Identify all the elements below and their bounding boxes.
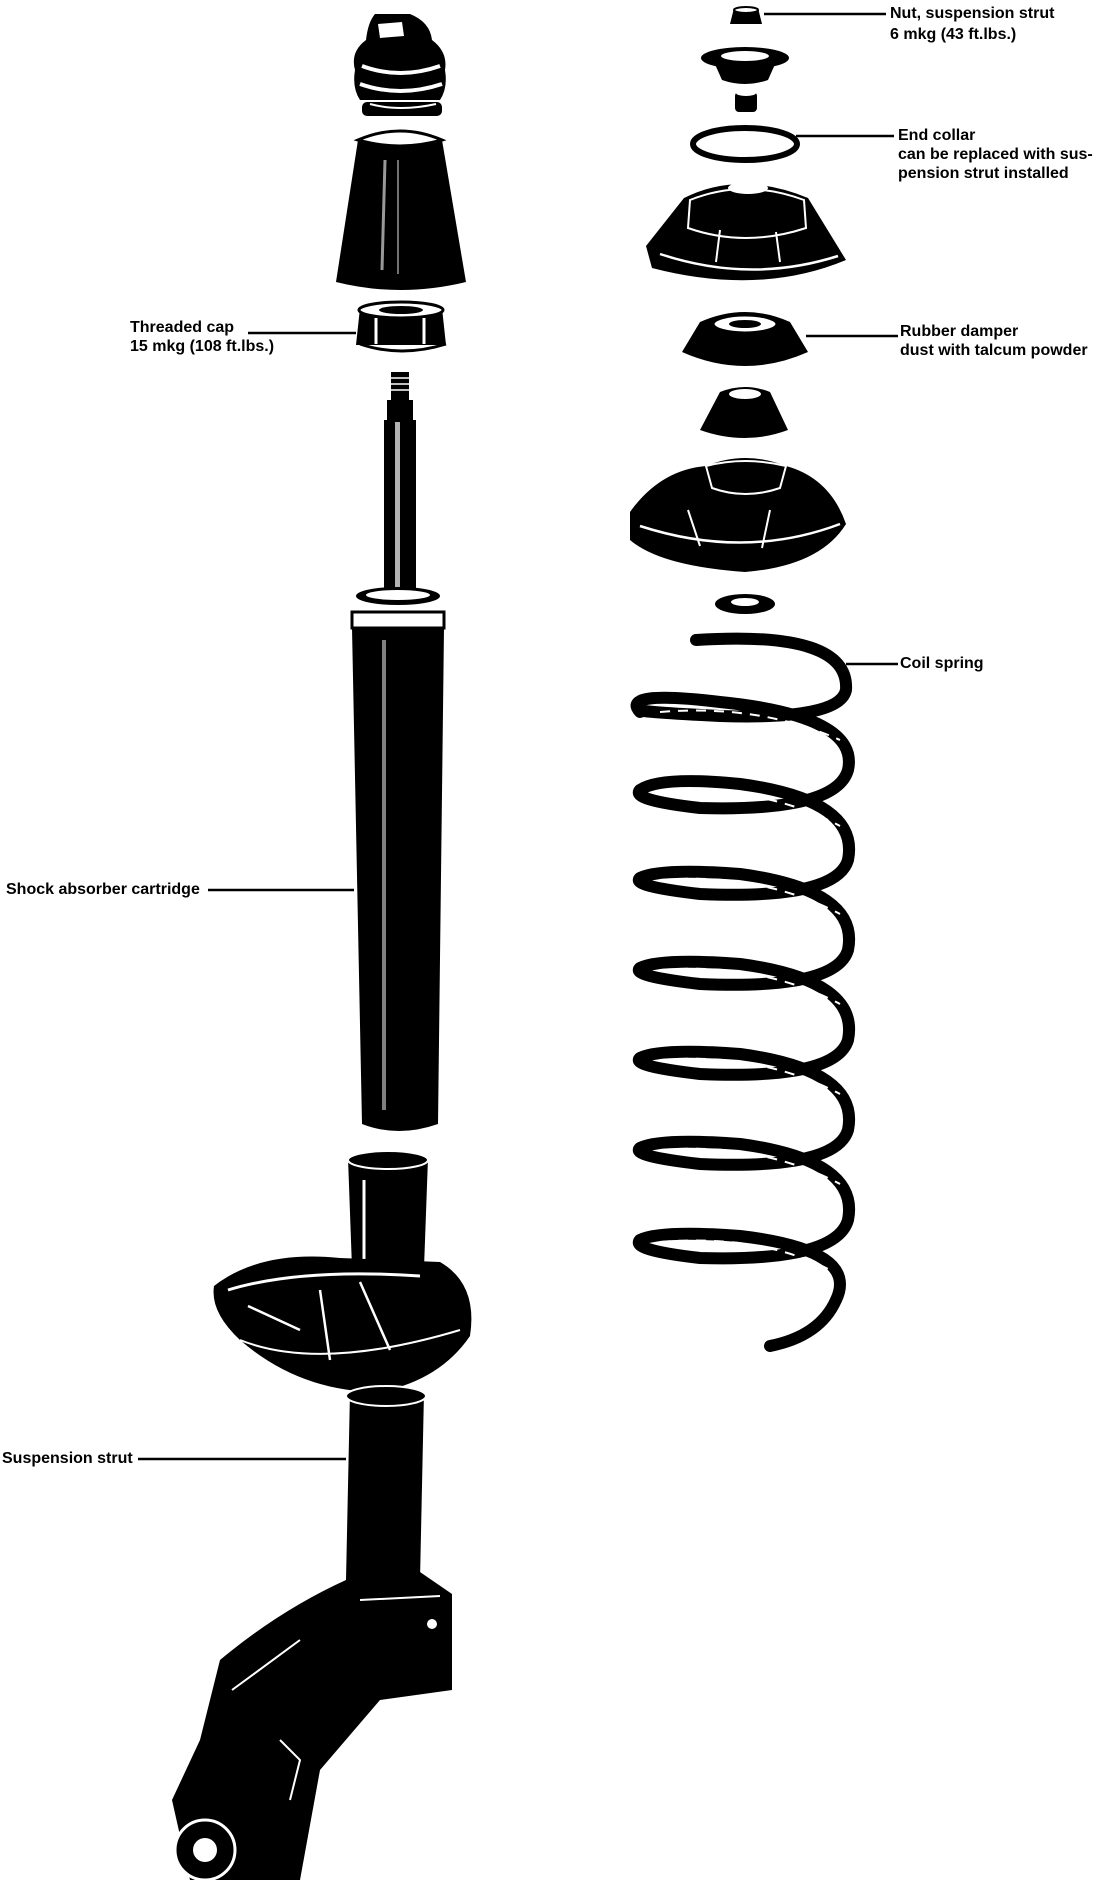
small-washer-part [715,594,775,614]
coil-spring-part [630,632,856,1352]
coil-spring-highlights [659,709,841,1271]
label-threaded-cap: Threaded cap 15 mkg (108 ft.lbs.) [130,318,274,356]
label-suspension-strut-text: Suspension strut [2,1450,133,1467]
label-end-collar-line3: pension strut installed [898,165,1069,182]
label-shock-absorber-cartridge: Shock absorber cartridge [6,880,200,899]
dust-boot-part [336,129,466,290]
spring-seat-part [630,458,846,572]
label-shock-absorber-text: Shock absorber cartridge [6,881,200,898]
label-end-collar-line1: End collar [898,127,976,144]
label-nut-line1: Nut, suspension strut [890,5,1055,22]
label-rubber-damper-line1: Rubber damper [900,323,1019,340]
label-coil-spring-text: Coil spring [900,655,984,672]
label-threaded-cap-line1: Threaded cap [130,319,235,336]
label-suspension-strut: Suspension strut [2,1449,133,1468]
label-nut-line2: 6 mkg (43 ft.lbs.) [890,26,1017,43]
rubber-damper-part [682,312,808,366]
label-rubber-damper: Rubber damper dust with talcum powder [900,322,1088,360]
label-nut-suspension-strut: Nut, suspension strut 6 mkg (43 ft.lbs.) [890,4,1054,44]
end-collar-part [690,125,800,163]
threaded-cap-part [356,300,447,353]
piston-rod-part [356,372,440,605]
bump-stop-part [353,14,446,116]
small-bushing-part [700,387,788,438]
label-threaded-cap-line2: 15 mkg (108 ft.lbs.) [130,338,275,355]
strut-nut-part [730,6,762,24]
label-end-collar-line2: can be replaced with sus- [898,146,1093,163]
label-rubber-damper-line2: dust with talcum powder [900,342,1088,359]
label-coil-spring: Coil spring [900,654,984,673]
leader-lines [138,12,898,1461]
upper-mount-part [646,182,846,281]
strut-housing-part [172,1150,472,1880]
shock-absorber-cartridge-part [350,610,446,1131]
top-washer-part [701,47,789,112]
label-end-collar: End collar can be replaced with sus- pen… [898,126,1093,183]
